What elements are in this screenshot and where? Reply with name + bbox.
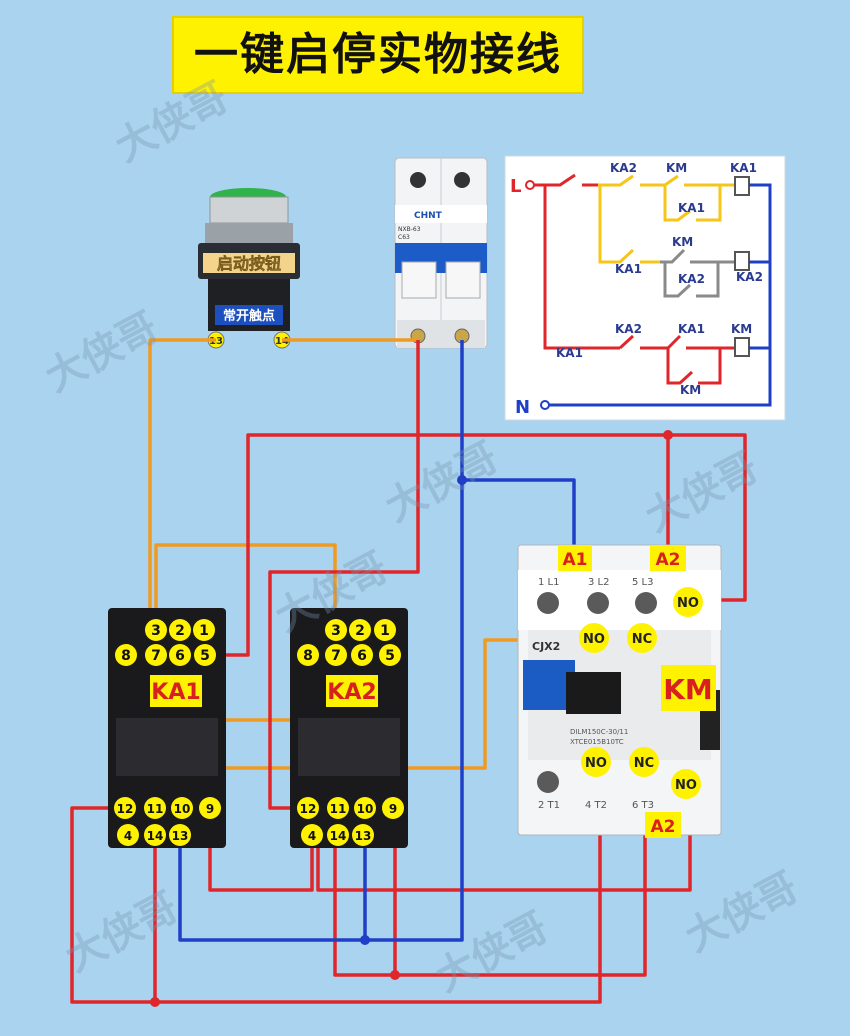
ka1-terminal: 8 (121, 648, 131, 664)
ka1-terminal: 14 (147, 829, 164, 843)
ka2-terminal: 6 (357, 648, 367, 664)
breaker-rating: C63 (398, 234, 410, 241)
contactor-km[interactable]: CJX2 DILM150C-30/11 XTCE015B10TC 1 L1 3 … (517, 544, 722, 838)
sch-label: KA2 (736, 270, 763, 284)
schematic-panel: L N KA2 KM KA1 KA1 KA1 KM KA2 KA2 KA1 (504, 155, 786, 421)
ka2-terminal: 9 (389, 802, 397, 816)
ka2-label: KA2 (327, 680, 376, 705)
ka1-terminal: 2 (175, 623, 185, 639)
ka1-terminal: 12 (117, 802, 134, 816)
button-contact-label: 常开触点 (223, 308, 275, 324)
km-no-label: NO (585, 756, 607, 771)
ka1-terminal: 3 (151, 623, 161, 639)
ka2-terminal: 3 (331, 623, 341, 639)
sch-label: KA1 (730, 161, 757, 175)
km-a2-bottom-label: A2 (651, 817, 676, 837)
km-terminal: 1 L1 (538, 577, 559, 588)
sch-label: KM (680, 383, 701, 397)
km-no-label: NO (583, 632, 605, 647)
schematic-l-label: L (510, 176, 521, 197)
schematic-n-label: N (515, 397, 530, 418)
sch-label: KA1 (678, 322, 705, 336)
ka2-terminal: 5 (385, 648, 395, 664)
ka2-terminal: 10 (357, 802, 374, 816)
ka1-terminal: 13 (172, 829, 189, 843)
ka2-terminal: 1 (380, 623, 390, 639)
ka2-terminal: 7 (331, 648, 341, 664)
ka2-terminal: 2 (355, 623, 365, 639)
sch-label: KA1 (556, 346, 583, 360)
km-nc-label: NC (632, 632, 652, 647)
sch-label: KA2 (678, 272, 705, 286)
breaker-brand: CHNT (414, 211, 443, 221)
relay-ka1[interactable]: KA1 3 2 1 8 7 6 5 12 11 10 9 4 14 13 (108, 608, 226, 848)
km-a2-top-label: A2 (656, 550, 681, 570)
button-terminal: 13 (209, 336, 223, 347)
sch-label: KM (731, 322, 752, 336)
ka2-terminal: 14 (330, 829, 347, 843)
km-plate: CJX2 (532, 640, 560, 653)
ka1-terminal: 4 (124, 829, 132, 843)
sch-label: KM (666, 161, 687, 175)
ka1-terminal: 9 (206, 802, 214, 816)
km-terminal: 3 L2 (588, 577, 609, 588)
km-terminal: 6 T3 (632, 800, 654, 811)
sch-label: KA1 (615, 262, 642, 276)
ka1-terminal: 5 (200, 648, 210, 664)
button-label: 启动按钮 (217, 254, 281, 273)
breaker-model: NXB-63 (398, 226, 421, 233)
sch-label: KA2 (610, 161, 637, 175)
start-push-button[interactable]: 启动按钮 常开触点 13 14 (198, 188, 300, 349)
km-terminal: 5 L3 (632, 577, 653, 588)
ka1-terminal: 1 (199, 623, 209, 639)
ka1-terminal: 7 (151, 648, 161, 664)
km-model: DILM150C-30/11 (570, 728, 628, 736)
sch-label: KA1 (678, 201, 705, 215)
ka2-terminal: 8 (303, 648, 313, 664)
km-no-label: NO (675, 778, 697, 793)
ka1-label: KA1 (151, 680, 200, 705)
ka1-terminal: 6 (175, 648, 185, 664)
ka2-terminal: 13 (355, 829, 372, 843)
km-nc-label: NC (634, 756, 654, 771)
page-title: 一键启停实物接线 (172, 16, 584, 94)
km-label: KM (663, 673, 713, 706)
ka1-terminal: 10 (174, 802, 191, 816)
km-model2: XTCE015B10TC (570, 738, 624, 746)
ka2-terminal: 4 (308, 829, 316, 843)
km-terminal: 4 T2 (585, 800, 607, 811)
sch-label: KM (672, 235, 693, 249)
relay-ka2[interactable]: KA2 3 2 1 8 7 6 5 12 11 10 9 4 14 13 (290, 608, 408, 848)
ka2-terminal: 11 (330, 802, 347, 816)
km-terminal: 2 T1 (538, 800, 560, 811)
ka1-terminal: 11 (147, 802, 164, 816)
km-a1-label: A1 (563, 550, 588, 570)
circuit-breaker[interactable]: CHNT NXB-63 C63 (394, 157, 488, 349)
km-no-label: NO (677, 596, 699, 611)
sch-label: KA2 (615, 322, 642, 336)
ka2-terminal: 12 (300, 802, 317, 816)
